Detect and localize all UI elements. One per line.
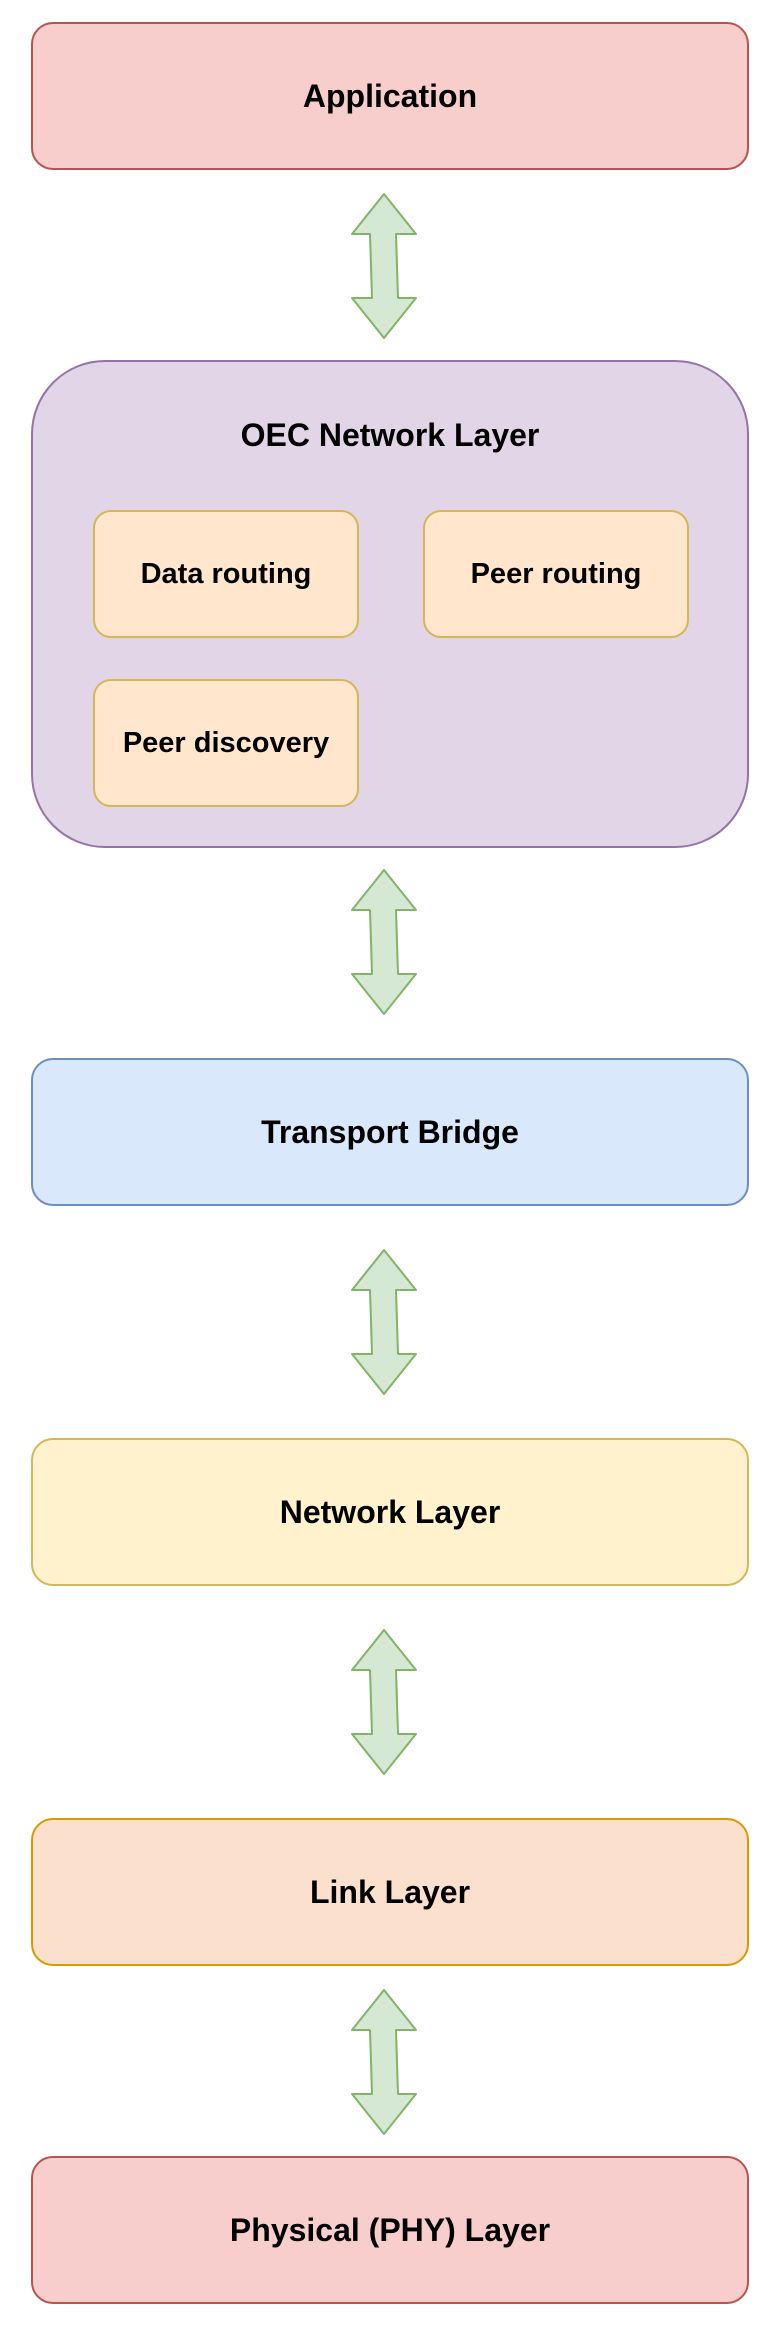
oec-network-layer-title: OEC Network Layer (240, 417, 540, 453)
data-routing-box: Data routing (93, 510, 359, 638)
transport-bridge-layer: Transport Bridge (31, 1058, 749, 1206)
double-arrow-icon (350, 868, 418, 1016)
application-layer: Application (31, 22, 749, 170)
peer-discovery-label: Peer discovery (122, 726, 330, 759)
application-layer-label: Application (302, 77, 478, 114)
network-layer: Network Layer (31, 1438, 749, 1586)
data-routing-label: Data routing (140, 557, 312, 590)
double-arrow-icon (350, 192, 418, 340)
peer-routing-box: Peer routing (423, 510, 689, 638)
link-layer: Link Layer (31, 1818, 749, 1966)
oec-network-layer: OEC Network Layer Data routing Peer rout… (31, 360, 749, 848)
physical-layer: Physical (PHY) Layer (31, 2156, 749, 2304)
network-layer-label: Network Layer (279, 1493, 501, 1530)
physical-layer-label: Physical (PHY) Layer (229, 2211, 551, 2248)
double-arrow-icon (350, 1628, 418, 1776)
transport-bridge-label: Transport Bridge (261, 1113, 519, 1150)
double-arrow-icon (350, 1988, 418, 2136)
double-arrow-icon (350, 1248, 418, 1396)
peer-routing-label: Peer routing (470, 557, 642, 590)
link-layer-label: Link Layer (309, 1873, 471, 1910)
peer-discovery-box: Peer discovery (93, 679, 359, 807)
